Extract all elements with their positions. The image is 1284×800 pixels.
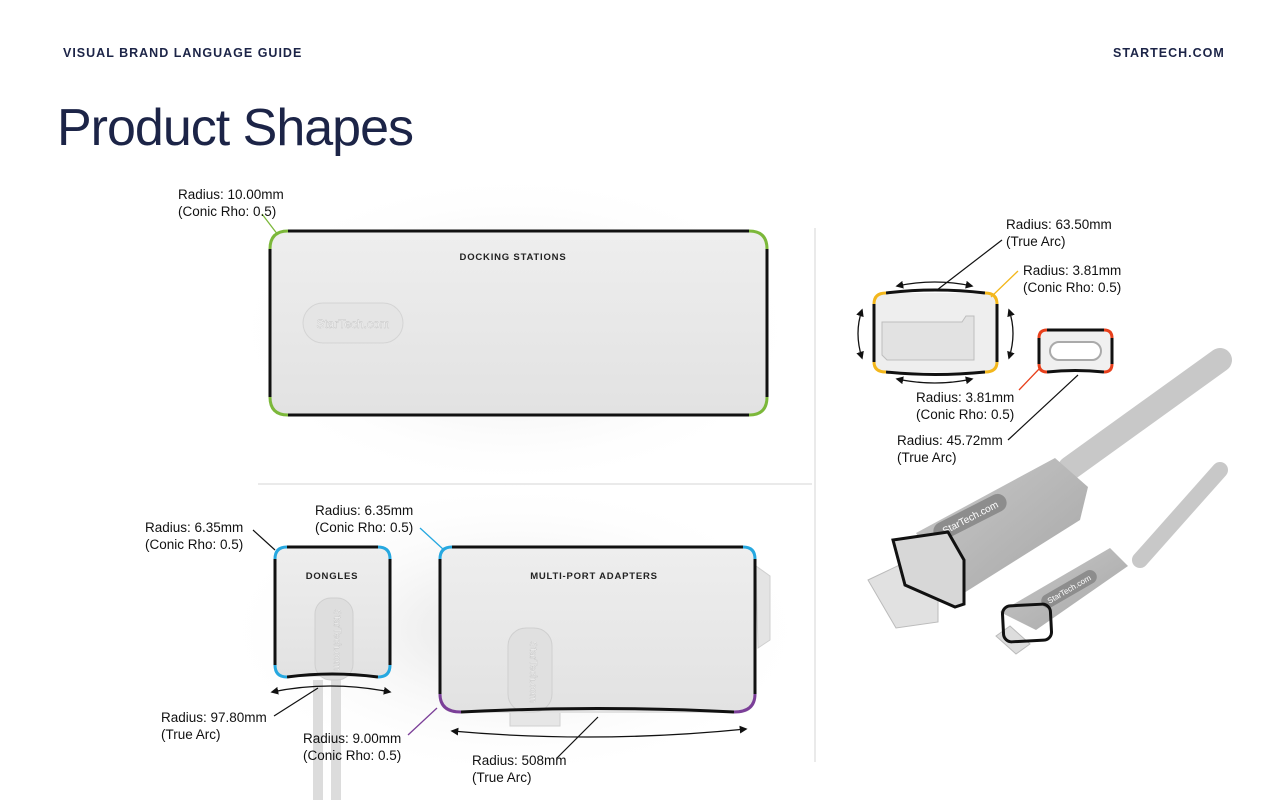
- dongle-bottom-leader: [273, 687, 319, 717]
- page-title: Product Shapes: [57, 99, 414, 157]
- mpa-arc-arrow: [450, 725, 748, 738]
- dongle-outline: [273, 545, 392, 679]
- brand-site: STARTECH.COM: [1113, 46, 1225, 60]
- dock-corner-tr: [748, 229, 769, 250]
- callout-usbc-bottom: Radius: 45.72mm (True Arc): [897, 433, 1003, 465]
- dongle-corner-bl: [273, 664, 288, 679]
- mpa-bottom-corner-leader: [407, 707, 438, 736]
- dongle-corner-leader: [252, 529, 276, 551]
- dongle-logo-plate: [314, 597, 354, 681]
- usbc-outline: [1037, 328, 1114, 374]
- category-dongles: DONGLES: [306, 571, 359, 582]
- docking-outline: [268, 229, 769, 417]
- cable-c-cord: [1132, 462, 1228, 568]
- dock-corner-bl: [268, 396, 289, 417]
- dongle-cable: [313, 680, 341, 800]
- mpa-bottom-leader: [556, 716, 599, 759]
- mpa-side-port: [755, 565, 771, 649]
- cable-corner-leader: [990, 270, 1019, 298]
- mpa-corner-tl: [438, 545, 453, 560]
- callout-mpa-bottom-corner: Radius: 9.00mm (Conic Rho: 0.5): [303, 731, 402, 763]
- docking-station-body: [270, 231, 767, 415]
- callout-mpa-bottom: Radius: 508mm (True Arc): [472, 753, 567, 785]
- usb-c-profile: [1000, 602, 1054, 644]
- cable-bottom-arrow: [895, 376, 974, 385]
- callout-cable-top: Radius: 63.50mm (True Arc): [1006, 217, 1112, 249]
- cable-top-leader: [936, 239, 1003, 291]
- mpa-corner-tr: [742, 545, 757, 560]
- cable-top-arrow: [895, 280, 974, 289]
- cable-profile-outline: [872, 288, 999, 376]
- dock-corner-tl: [268, 229, 289, 250]
- usbc-bottom-leader: [1007, 374, 1079, 441]
- usb-a-logo-plate: [933, 493, 1007, 541]
- callout-usbc-corner: Radius: 3.81mm (Conic Rho: 0.5): [916, 390, 1015, 422]
- category-docking: DOCKING STATIONS: [460, 252, 567, 263]
- dongle-corner-br: [377, 664, 392, 679]
- mpa-logo: StarTech.com: [527, 641, 538, 702]
- usbc-corner-bl: [1037, 363, 1048, 374]
- callout-dock-corner: Radius: 10.00mm (Conic Rho: 0.5): [178, 187, 284, 219]
- mpa-corner-br: [733, 693, 757, 714]
- usbc-corner-br: [1103, 363, 1114, 374]
- cable-corner-tl: [872, 291, 887, 305]
- cable-corner-br: [984, 361, 999, 374]
- cable-corner-tr: [984, 291, 999, 305]
- usbc-corner-tr: [1103, 328, 1114, 339]
- mpa-corner-bl: [438, 693, 462, 714]
- usbc-corner-tl: [1037, 328, 1048, 339]
- callout-cable-corner: Radius: 3.81mm (Conic Rho: 0.5): [1023, 263, 1122, 295]
- dongle-corner-tr: [377, 545, 392, 560]
- cable-a-cord: [1058, 348, 1232, 480]
- mpa-outline: [438, 545, 757, 714]
- dock-corner-br: [748, 396, 769, 417]
- dock-logo-plate: [302, 302, 404, 344]
- usb-a-connector: [881, 315, 975, 361]
- dongle-corner-tl: [273, 545, 288, 560]
- usbc-port: [1049, 341, 1102, 361]
- callout-dongle-bottom: Radius: 97.80mm (True Arc): [161, 710, 267, 742]
- usb-c-logo-plate: [1041, 570, 1097, 608]
- category-multiport: MULTI-PORT ADAPTERS: [530, 571, 658, 582]
- dock-leader: [261, 213, 279, 236]
- callout-dongle-corner: Radius: 6.35mm (Conic Rho: 0.5): [145, 520, 244, 552]
- dongle-arc-arrow: [270, 685, 392, 695]
- mpa-logo-plate: [507, 627, 553, 713]
- cable-left-arrow: [856, 308, 864, 360]
- guide-title: VISUAL BRAND LANGUAGE GUIDE: [63, 46, 303, 60]
- dongle-logo: StarTech.com: [331, 609, 342, 670]
- usb-a-profile: [891, 530, 966, 609]
- cable-right-arrow: [1007, 308, 1015, 360]
- cable-corner-bl: [872, 361, 887, 374]
- callout-mpa-corner: Radius: 6.35mm (Conic Rho: 0.5): [315, 503, 414, 535]
- usbc-corner-leader: [1018, 367, 1041, 391]
- dock-logo: StarTech.com: [316, 317, 389, 331]
- mpa-corner-leader: [419, 527, 445, 551]
